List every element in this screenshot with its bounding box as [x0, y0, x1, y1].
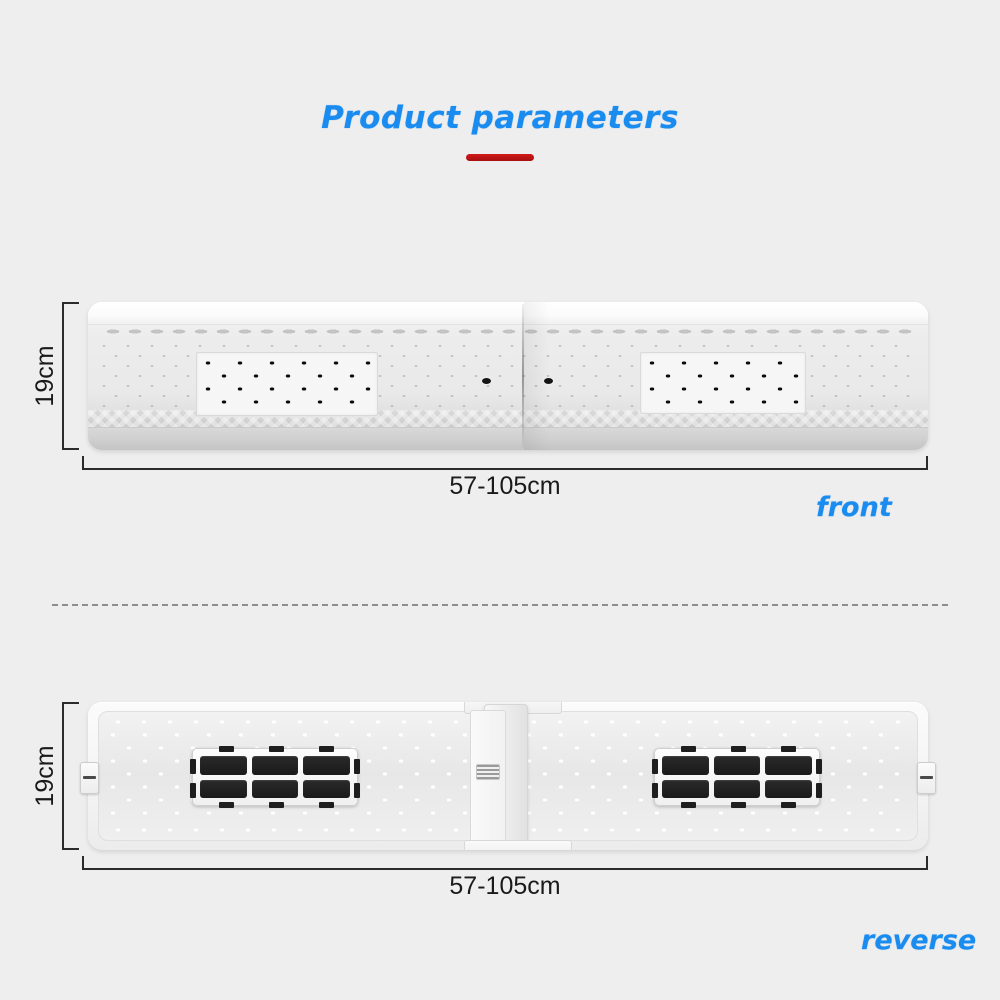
page-title-block: Product parameters [0, 100, 1000, 161]
front-top-lip [88, 302, 928, 325]
module-tab [816, 759, 822, 774]
left-vent-grille [196, 352, 378, 416]
module-tab [816, 783, 822, 798]
reverse-height-label: 19cm [31, 745, 60, 807]
module-tab [219, 802, 234, 808]
reverse-height-dimension: 19cm [31, 702, 80, 850]
reverse-width-bracket [82, 856, 928, 870]
left-side-clip [80, 762, 99, 794]
module-tab [354, 783, 360, 798]
front-height-dimension: 19cm [31, 302, 80, 450]
module-tab [319, 746, 334, 752]
pad-cell [765, 756, 812, 775]
front-view-label: front [816, 492, 892, 523]
pad-cell [303, 756, 350, 775]
front-dot-row [102, 328, 914, 335]
reverse-width-label: 57-105cm [449, 872, 561, 900]
reverse-width-dimension: 57-105cm [82, 848, 928, 900]
module-tab [781, 802, 796, 808]
front-height-bracket [62, 302, 79, 450]
title-underline-rule [466, 154, 534, 161]
module-tab [354, 759, 360, 774]
section-divider [52, 604, 948, 606]
pad-cell [765, 779, 812, 798]
front-seam-dot-left [482, 378, 491, 384]
right-vent-holes [644, 356, 802, 410]
module-tab [652, 783, 658, 798]
module-tab [190, 783, 196, 798]
reverse-product-illustration [80, 702, 936, 850]
module-tab [319, 802, 334, 808]
module-tab [269, 802, 284, 808]
module-tab [681, 802, 696, 808]
pad-cell [200, 779, 247, 798]
reverse-shell [88, 702, 928, 850]
front-seam-dot-right [544, 378, 553, 384]
module-tab [681, 746, 696, 752]
front-base-foot [88, 427, 928, 450]
module-tab [731, 802, 746, 808]
pad-cell [662, 756, 709, 775]
front-width-dimension: 57-105cm [82, 448, 928, 500]
front-width-label: 57-105cm [449, 472, 561, 500]
module-tab [269, 746, 284, 752]
front-telescoping-seam [522, 304, 524, 448]
front-seam-shadow [524, 302, 550, 450]
reverse-view-label: reverse [861, 925, 977, 956]
right-vent-grille [640, 352, 806, 414]
reverse-height-bracket [62, 702, 79, 850]
pad-cell [303, 779, 350, 798]
pad-cell [662, 779, 709, 798]
left-pad-module [190, 746, 360, 808]
rail-grip-latch[interactable] [476, 764, 500, 780]
module-tab [219, 746, 234, 752]
module-tab [652, 759, 658, 774]
front-product-illustration [88, 302, 928, 450]
module-tab [190, 759, 196, 774]
front-width-bracket [82, 456, 928, 470]
pad-cell [251, 756, 299, 775]
left-vent-holes [200, 356, 374, 412]
pad-cell [200, 756, 247, 775]
module-tab [731, 746, 746, 752]
right-side-clip [917, 762, 936, 794]
front-height-label: 19cm [31, 345, 60, 407]
right-pad-module [652, 746, 822, 808]
module-tab [781, 746, 796, 752]
rail-bottom-cap [464, 840, 572, 850]
front-shell [88, 302, 928, 450]
page-title: Product parameters [321, 100, 679, 136]
pad-cell [251, 779, 299, 798]
pad-cell [713, 756, 761, 775]
pad-cell [713, 779, 761, 798]
